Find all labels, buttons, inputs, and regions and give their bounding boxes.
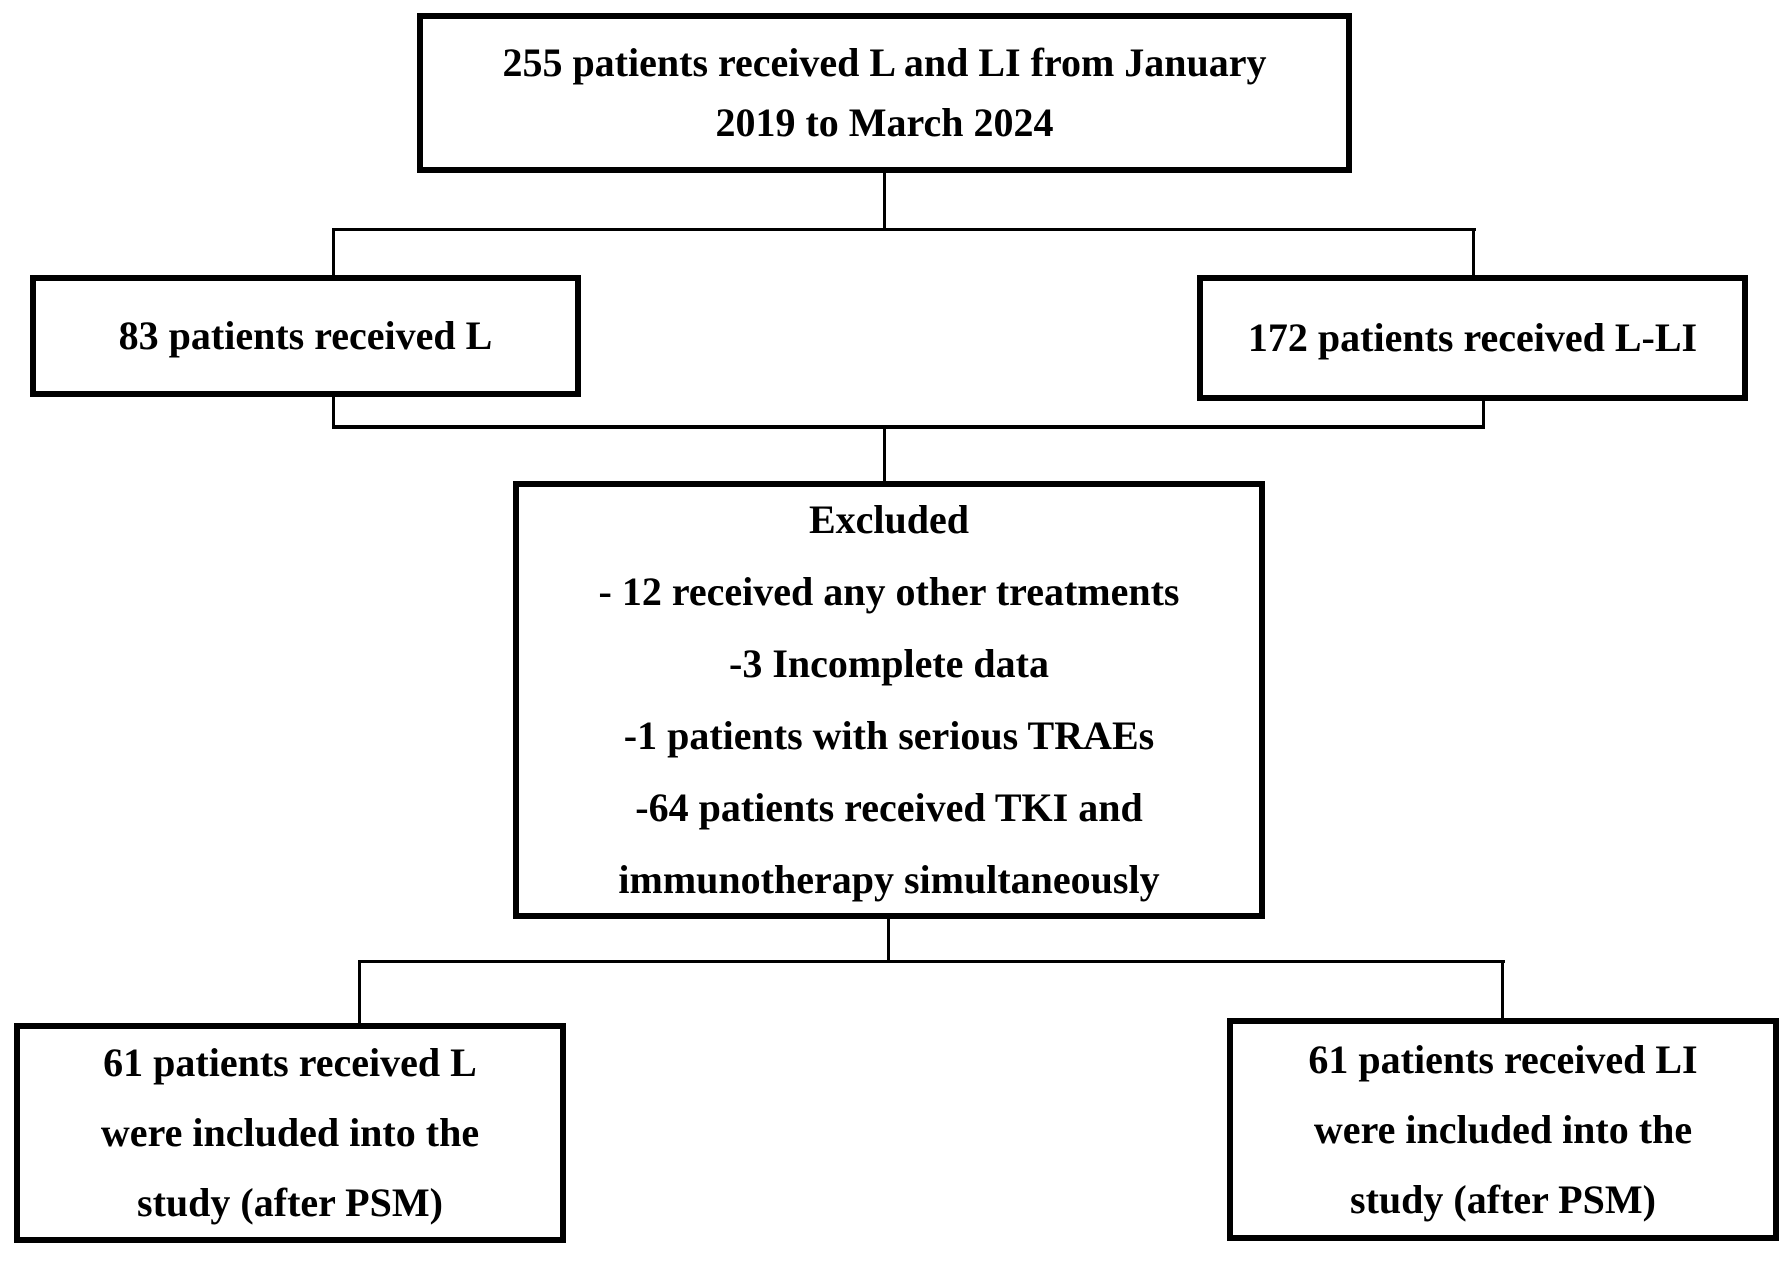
flow-box-l-after-psm: 61 patients received L were included int… <box>14 1023 566 1243</box>
flow-box-total-patients: 255 patients received L and LI from Janu… <box>417 13 1352 173</box>
connector-top-drop <box>883 173 886 231</box>
connector-right-box-down <box>1482 401 1485 429</box>
flow-box-l-after-psm-line3: study (after PSM) <box>137 1180 443 1225</box>
flow-box-l-group-line1: 83 patients received L <box>118 313 493 358</box>
flow-box-li-after-psm-line1: 61 patients received LI <box>1308 1036 1698 1082</box>
connector-branch1-horizontal <box>332 228 1476 231</box>
flow-box-excluded-item4b: immunotherapy simultaneously <box>618 857 1160 902</box>
flow-box-excluded: Excluded - 12 received any other treatme… <box>513 481 1265 919</box>
connector-left-box-down <box>332 397 335 429</box>
flow-box-l-after-psm-line1: 61 patients received L <box>103 1040 477 1085</box>
connector-merge-horizontal <box>332 425 1485 429</box>
flow-box-total-patients-line1: 255 patients received L and LI from Janu… <box>502 40 1267 85</box>
flow-box-li-after-psm-line3: study (after PSM) <box>1350 1176 1656 1222</box>
flow-box-total-patients-line2: 2019 to March 2024 <box>715 100 1054 145</box>
flow-box-lli-group: 172 patients received L-LI <box>1197 275 1748 401</box>
flow-box-excluded-item4a: -64 patients received TKI and <box>635 785 1143 830</box>
flow-box-lli-group-line1: 172 patients received L-LI <box>1247 315 1698 360</box>
connector-branch2-left-drop <box>358 960 361 1025</box>
connector-branch2-horizontal <box>358 960 1505 963</box>
flow-box-l-after-psm-line2: were included into the <box>100 1110 480 1155</box>
flow-box-excluded-item3: -1 patients with serious TRAEs <box>623 713 1155 758</box>
flow-box-li-after-psm: 61 patients received LI were included in… <box>1227 1018 1779 1241</box>
connector-excluded-drop <box>887 919 890 963</box>
connector-branch1-left-drop <box>332 228 335 277</box>
connector-branch2-right-drop <box>1501 960 1504 1020</box>
flow-box-excluded-item1: - 12 received any other treatments <box>598 569 1180 614</box>
connector-branch1-right-drop <box>1472 228 1475 277</box>
flow-box-l-group: 83 patients received L <box>30 275 581 397</box>
flow-box-li-after-psm-line2: were included into the <box>1313 1106 1693 1152</box>
connector-merge-center-drop <box>883 429 886 483</box>
flow-box-excluded-title: Excluded <box>808 497 970 542</box>
flow-box-excluded-item2: -3 Incomplete data <box>729 641 1049 686</box>
